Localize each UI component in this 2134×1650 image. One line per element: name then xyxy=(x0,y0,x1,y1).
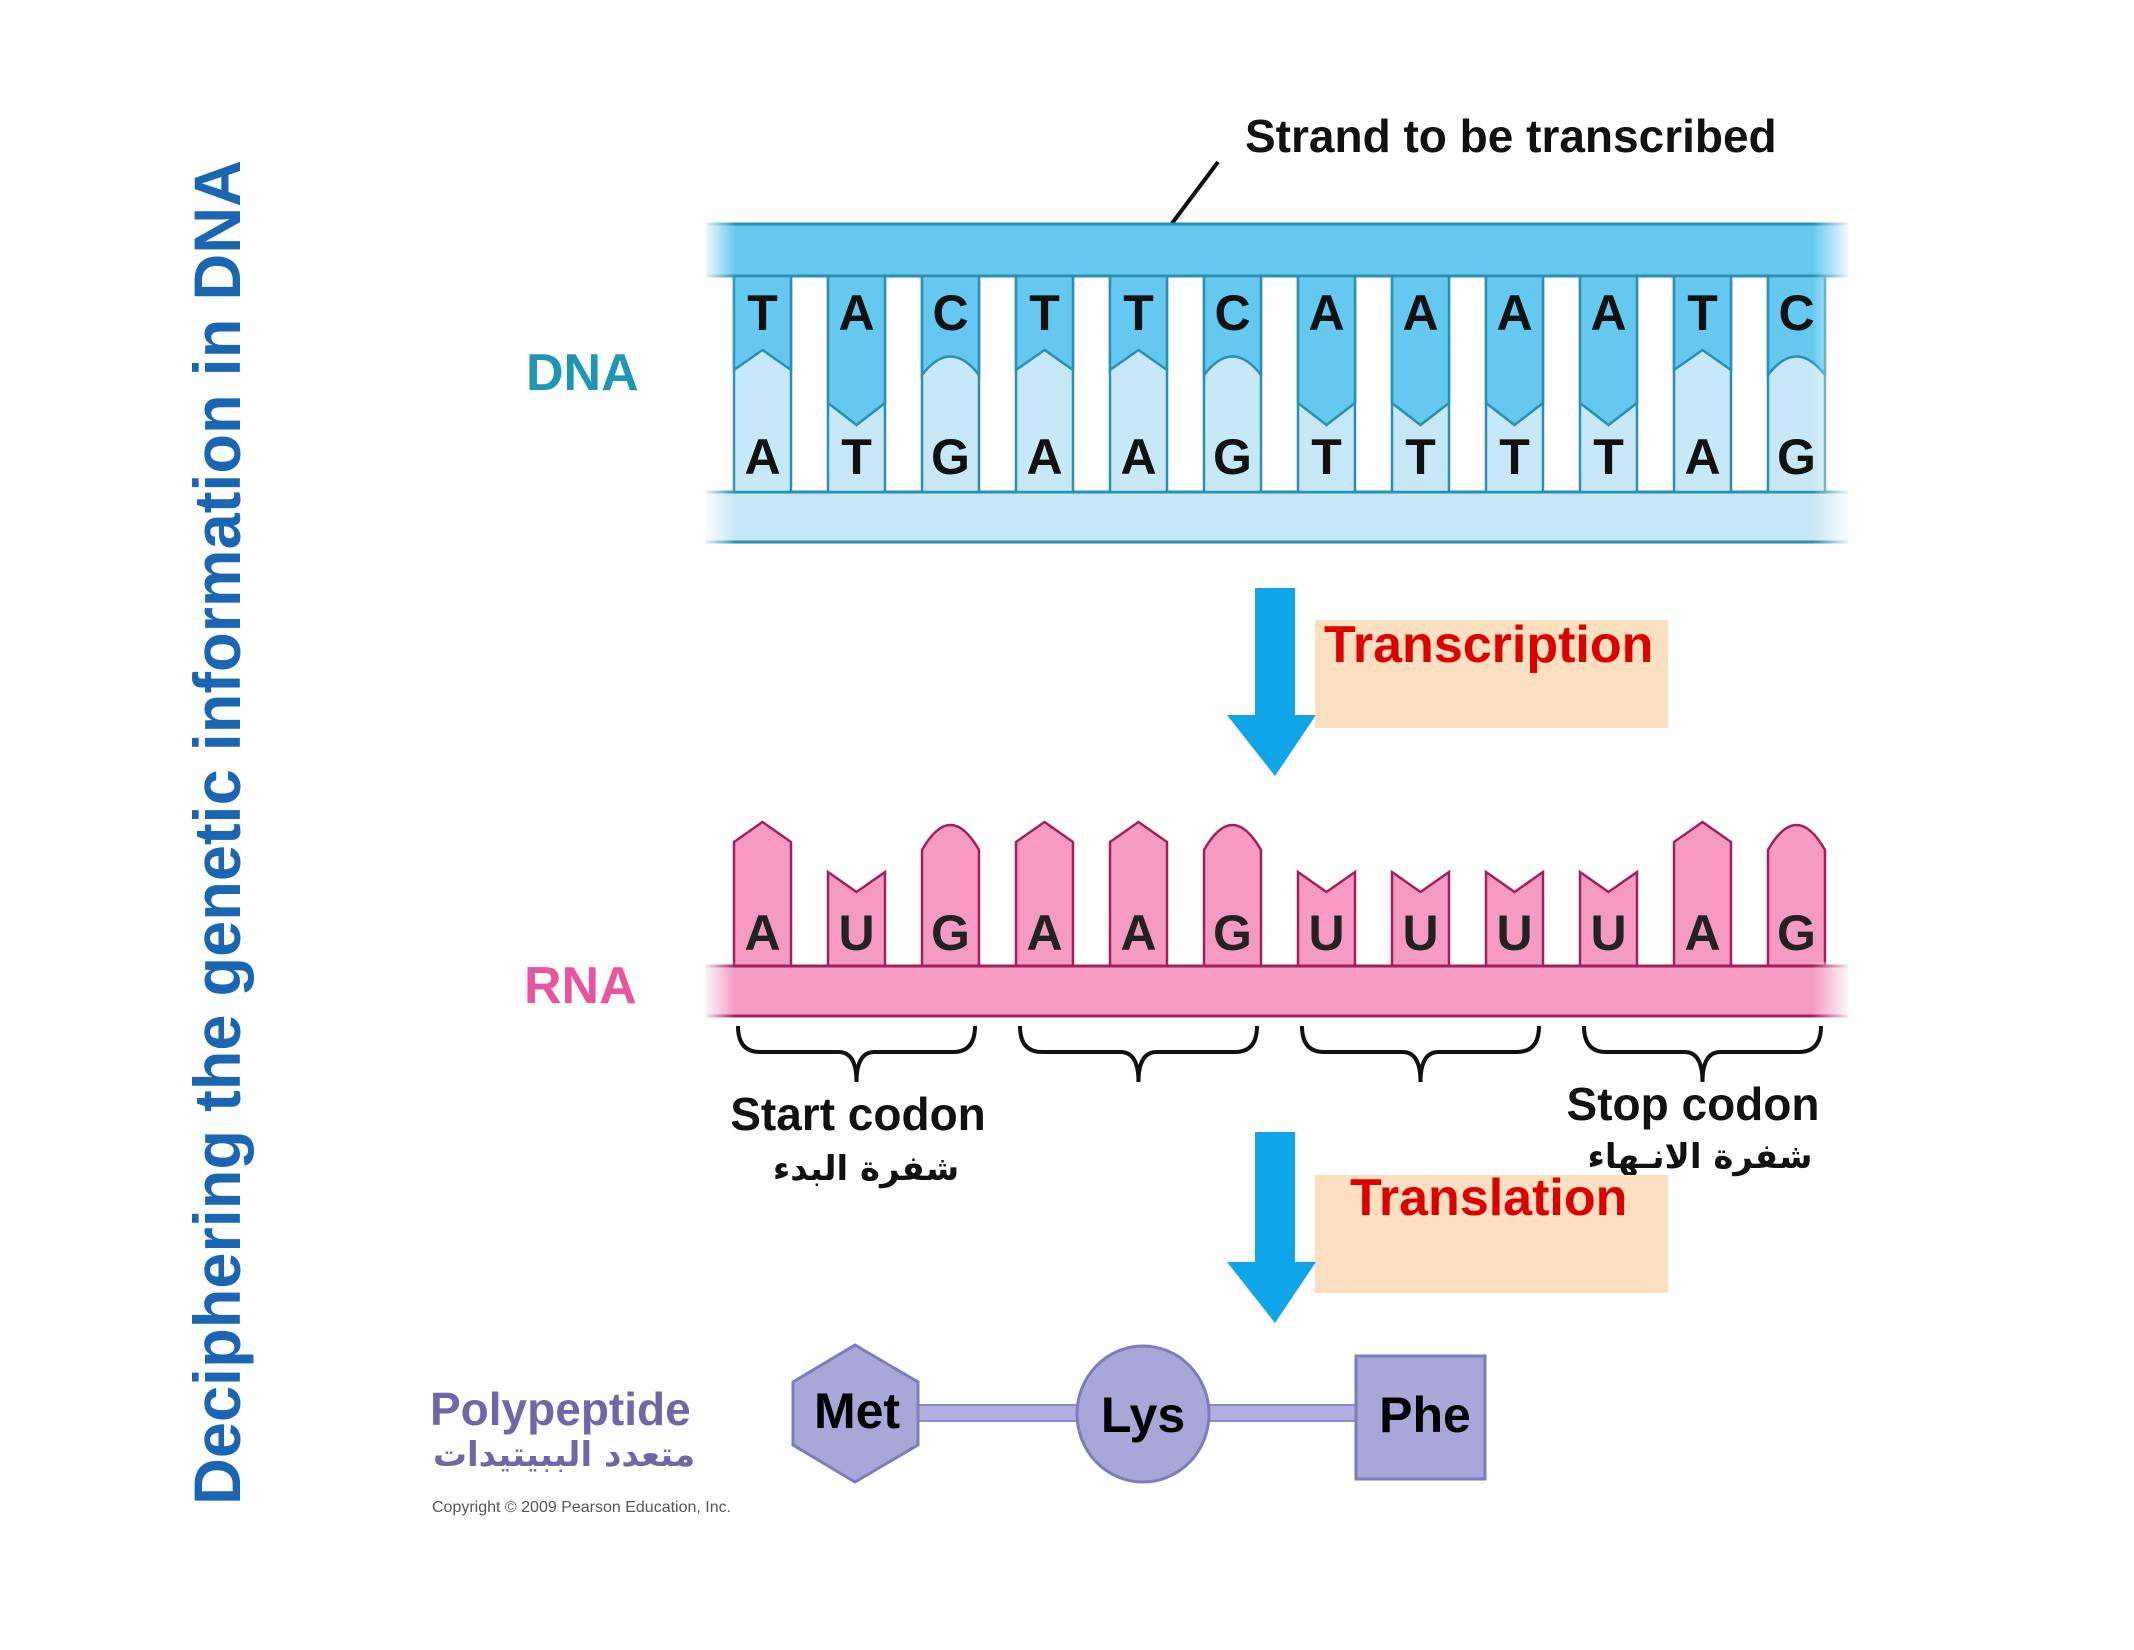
dna-coding-base-letter: G xyxy=(1213,429,1252,485)
dna-template-base xyxy=(920,274,981,379)
dna-coding-base-letter: A xyxy=(1026,429,1062,485)
page-title: Deciphering the genetic information in D… xyxy=(180,160,254,1505)
rna-base-letter: A xyxy=(744,905,780,961)
stop-codon-label-arabic: شفرة الانـهاء xyxy=(1588,1137,1813,1177)
codon-brace xyxy=(1300,1025,1541,1083)
dna-coding-base-letter: A xyxy=(1684,429,1720,485)
dna-coding-base-letter: A xyxy=(1120,429,1156,485)
codon-braces xyxy=(736,1025,1823,1083)
rna-base-letter: U xyxy=(1402,905,1438,961)
transcription-arrow-icon xyxy=(1227,588,1316,776)
rna-base-letter: A xyxy=(1026,905,1062,961)
rna-base xyxy=(1766,823,1827,968)
polypeptide-chain: Met Lys Phe xyxy=(791,1343,1487,1484)
dna-template-base xyxy=(1578,274,1639,427)
rna-fade-left xyxy=(702,962,736,1020)
dna-template-backbone xyxy=(706,224,1848,276)
rna-base-letter: U xyxy=(1308,905,1344,961)
polypeptide-label-arabic: متعدد الببيتيدات xyxy=(433,1435,695,1475)
dna-template-base xyxy=(1484,274,1545,427)
dna-coding-base-letter: T xyxy=(1593,429,1624,485)
start-codon-label: Start codon xyxy=(730,1088,986,1140)
dna-coding-base-letter: G xyxy=(1777,429,1816,485)
translation-label: Translation xyxy=(1350,1169,1627,1227)
rna-base-letter: G xyxy=(1213,905,1252,961)
stop-codon-label: Stop codon xyxy=(1567,1078,1820,1130)
amino-acid-lys-circle xyxy=(1075,1344,1211,1484)
dna-template-base-letter: C xyxy=(932,285,968,341)
dna-coding-base-letter: T xyxy=(1405,429,1436,485)
rna-backbone xyxy=(706,966,1848,1016)
dna-template-base-letter: A xyxy=(1590,285,1626,341)
rna-label: RNA xyxy=(524,957,637,1015)
dna-template-base-letter: C xyxy=(1778,285,1814,341)
rna-base-letter: A xyxy=(1684,905,1720,961)
codon-brace xyxy=(1018,1025,1259,1083)
start-codon-label-arabic: شفرة البدء xyxy=(773,1149,959,1189)
rna-base-letter: U xyxy=(1496,905,1532,961)
transcription-label: Transcription xyxy=(1324,616,1653,674)
dna-template-base xyxy=(1014,274,1075,373)
dna-template-base xyxy=(1108,274,1169,373)
rna-base-letter: U xyxy=(1590,905,1626,961)
dna-coding-base-letter: T xyxy=(1499,429,1530,485)
amino-acid-lys-label: Lys xyxy=(1101,1387,1185,1443)
dna-coding-base-letter: A xyxy=(744,429,780,485)
codon-brace xyxy=(1582,1025,1823,1083)
amino-acid-met-hexagon xyxy=(791,1343,920,1484)
dna-template-base-letter: T xyxy=(1029,285,1060,341)
rna-base-letter: A xyxy=(1120,905,1156,961)
dna-template-base-letter: A xyxy=(1402,285,1438,341)
amino-acid-phe-label: Phe xyxy=(1379,1387,1471,1443)
translation-arrow-icon xyxy=(1227,1132,1316,1323)
dna-coding-base-letter: G xyxy=(931,429,970,485)
dna-fade-left xyxy=(702,220,736,546)
dna-label: DNA xyxy=(526,344,639,402)
codon-brace xyxy=(736,1025,977,1083)
dna-coding-base-letter: T xyxy=(1311,429,1342,485)
rna-base xyxy=(1202,823,1263,968)
rna-fade-right xyxy=(1812,962,1852,1020)
translation-box xyxy=(1315,1175,1668,1293)
dna-template-base-letter: T xyxy=(1687,285,1718,341)
dna-fade-right xyxy=(1812,220,1852,546)
dna-template-base-letter: A xyxy=(838,285,874,341)
dna-coding-backbone xyxy=(706,492,1848,542)
dna-template-base xyxy=(1202,274,1263,379)
dna-template-base-letter: T xyxy=(1123,285,1154,341)
dna-template-base-letter: C xyxy=(1214,285,1250,341)
strand-callout-label: Strand to be transcribed xyxy=(1245,110,1777,162)
dna-template-base xyxy=(826,274,887,427)
dna-coding-base-letter: T xyxy=(841,429,872,485)
rna-base xyxy=(920,823,981,968)
rna-base-letter: G xyxy=(931,905,970,961)
dna-template-base-letter: T xyxy=(747,285,778,341)
transcription-box xyxy=(1315,620,1668,728)
amino-acid-met-label: Met xyxy=(814,1383,900,1439)
rna-base-letter: G xyxy=(1777,905,1816,961)
dna-template-base xyxy=(1390,274,1451,427)
rna-base-letter: U xyxy=(838,905,874,961)
polypeptide-label: Polypeptide xyxy=(430,1383,691,1435)
copyright-notice: Copyright © 2009 Pearson Education, Inc. xyxy=(432,1499,731,1516)
dna-template-base xyxy=(1296,274,1357,427)
amino-acid-phe-square xyxy=(1354,1354,1487,1481)
dna-template-base-letter: A xyxy=(1496,285,1532,341)
dna-template-base xyxy=(1672,274,1733,373)
dna-template-base-letter: A xyxy=(1308,285,1344,341)
